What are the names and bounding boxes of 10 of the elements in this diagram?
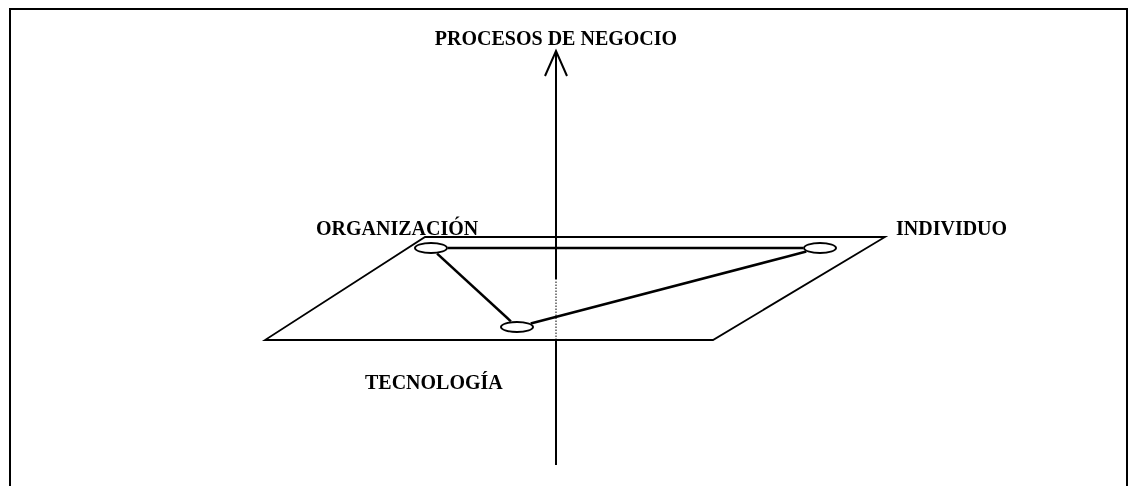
vertex-label: ORGANIZACIÓN [316,215,479,241]
ellipse-marker [500,321,534,333]
vertex-label: TECNOLOGÍA [365,370,503,395]
vertex-label: INDIVIDUO [896,216,1008,241]
ellipse-marker [803,242,837,254]
axis-label: PROCESOS DE NEGOCIO [433,26,679,51]
connector-line [530,250,807,325]
connector-line [436,252,512,323]
connector-line [448,246,803,250]
ellipse-marker [414,242,448,254]
